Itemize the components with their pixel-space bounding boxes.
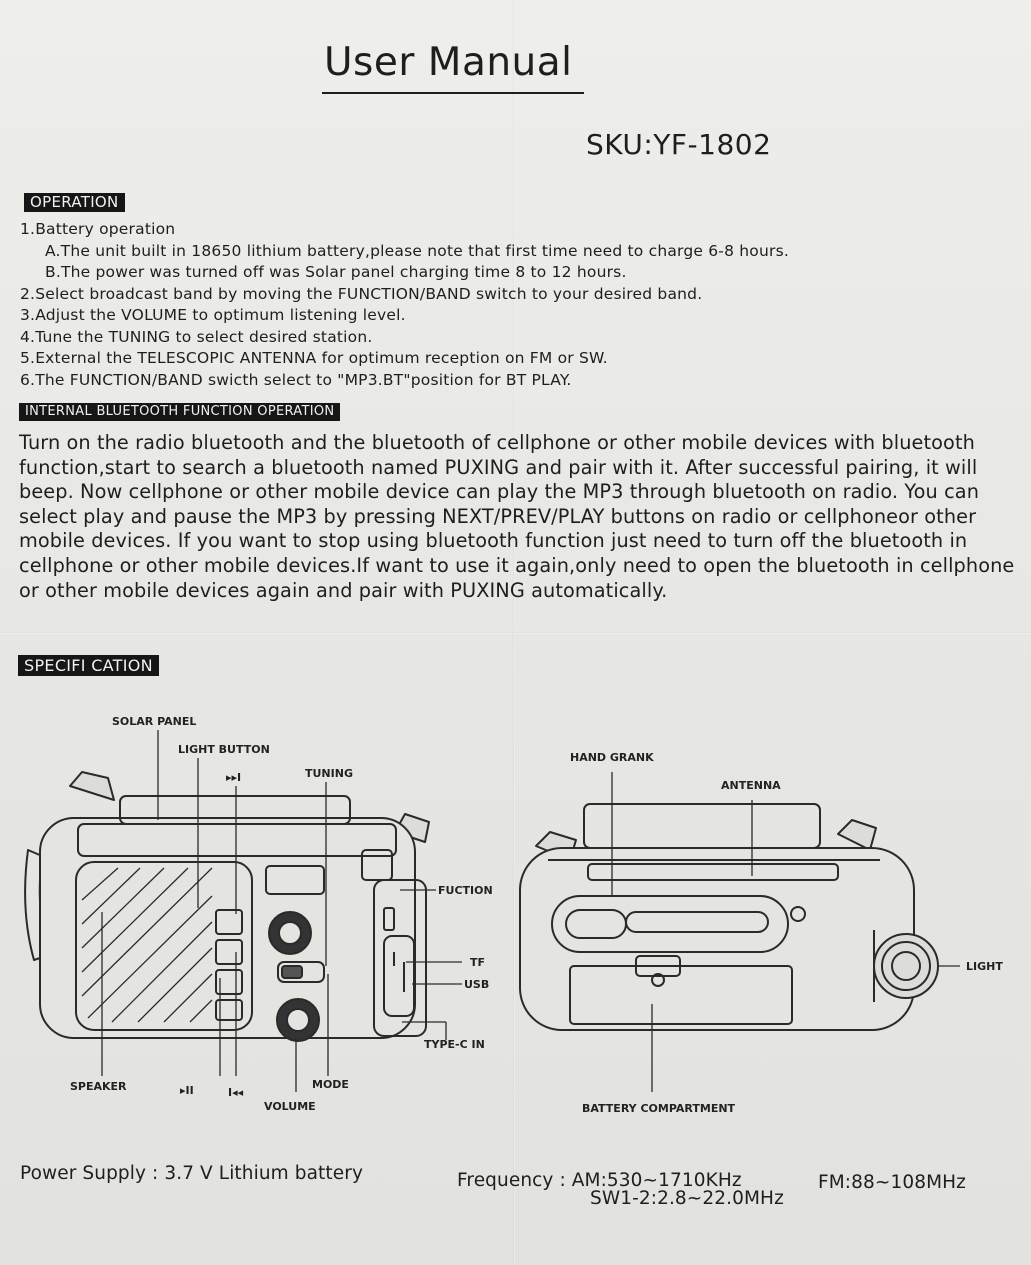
label-light-button: LIGHT BUTTON [178,743,270,756]
label-prev-track-icon: I◂◂ [228,1086,244,1099]
label-type-c: TYPE-C IN [424,1038,485,1051]
operation-list: 1.Battery operation A.The unit built in … [20,219,789,391]
label-usb: USB [464,978,489,991]
operation-item: 1.Battery operation [20,220,176,238]
back-leader-lines [611,772,960,1092]
label-hand-crank: HAND GRANK [570,751,654,764]
title-underline [322,92,584,94]
frequency-sw: SW1-2:2.8~22.0MHz [590,1188,784,1209]
operation-item: 5.External the TELESCOPIC ANTENNA for op… [20,349,608,367]
label-function: FUCTION [438,884,493,897]
page-title: User Manual [324,40,573,85]
label-mode: MODE [312,1078,349,1091]
operation-item: A.The unit built in 18650 lithium batter… [45,241,789,260]
operation-heading: OPERATION [24,193,125,212]
label-volume: VOLUME [264,1100,316,1113]
operation-item: 2.Select broadcast band by moving the FU… [20,284,703,303]
label-battery-compartment: BATTERY COMPARTMENT [582,1102,736,1115]
sku-label: SKU:YF-1802 [586,128,772,161]
label-play-pause-icon: ▸II [180,1084,194,1097]
operation-item: B.The power was turned off was Solar pan… [45,263,627,281]
label-antenna: ANTENNA [721,779,781,792]
specification-heading: SPECIFI CATION [18,655,159,676]
bluetooth-paragraph: Turn on the radio bluetooth and the blue… [19,431,1015,602]
label-next-track-icon: ▸▸I [226,771,241,784]
operation-item: 4.Tune the TUNING to select desired stat… [20,327,373,346]
label-light: LIGHT [966,960,1003,973]
front-view-illustration [24,771,430,1042]
power-supply: Power Supply : 3.7 V Lithium battery [20,1163,364,1184]
frequency-am: Frequency : AM:530~1710KHz [457,1170,742,1191]
operation-item: 6.The FUNCTION/BAND swicth select to "MP… [20,370,572,389]
paper-fold-horizontal [0,632,1031,634]
operation-item: 3.Adjust the VOLUME to optimum listening… [20,306,406,324]
bluetooth-heading: INTERNAL BLUETOOTH FUNCTION OPERATION [19,403,341,421]
back-view-illustration [519,803,939,1031]
label-solar-panel: SOLAR PANEL [112,715,196,728]
radio-diagram: SOLAR PANEL LIGHT BUTTON ▸▸I TUNING FUCT… [24,715,1003,1115]
front-leader-lines [101,730,462,1092]
speaker-grille [81,867,213,1023]
frequency-fm: FM:88~108MHz [818,1172,966,1193]
label-speaker: SPEAKER [70,1080,127,1093]
label-tf: TF [470,956,485,969]
label-tuning: TUNING [305,767,353,780]
